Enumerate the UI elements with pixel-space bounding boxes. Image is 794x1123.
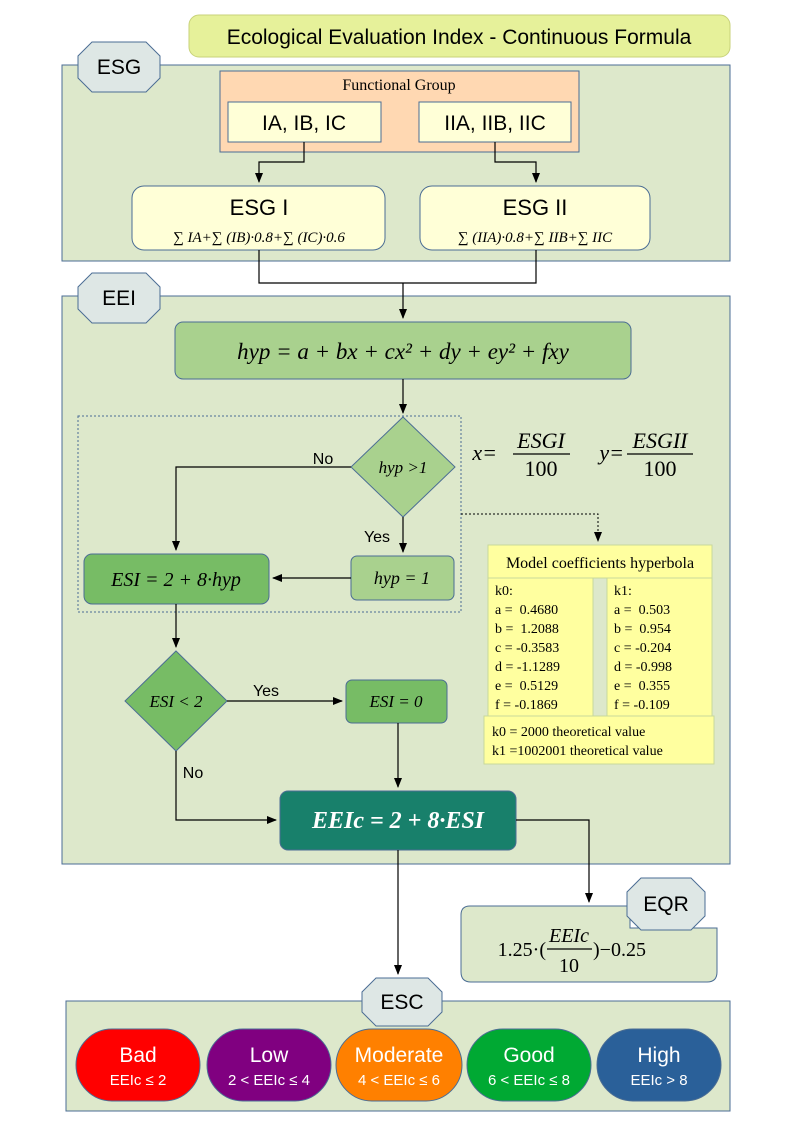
- x-def-lhs: x=: [471, 440, 497, 465]
- coefficients-k0-box: [487, 577, 594, 717]
- eqr-numerator: EEIc: [548, 925, 589, 947]
- coefficients-note-k1: k1 =1002001 theoretical value: [492, 744, 663, 759]
- class-good-name: Good: [503, 1044, 554, 1067]
- class-moderate-pill: [335, 1028, 463, 1102]
- label-no-hyp: No: [313, 451, 334, 468]
- k0-header: k0:: [495, 584, 513, 599]
- k0-row: d = -1.1289: [495, 660, 560, 675]
- hyp-decision-label: hyp >1: [379, 458, 428, 477]
- k1-row: b = 0.954: [614, 622, 671, 637]
- k0-row: a = 0.4680: [495, 603, 558, 618]
- connector-coefficients: [461, 513, 602, 542]
- class-bad-pill: [75, 1028, 201, 1102]
- eqr-tag-label: EQR: [643, 893, 689, 916]
- esg-section-label: ESG: [97, 56, 141, 79]
- k1-header: k1:: [614, 584, 632, 599]
- page-title: Ecological Evaluation Index - Continuous…: [227, 26, 692, 49]
- y-def-denominator: 100: [644, 456, 677, 481]
- esg2-box: [419, 185, 651, 251]
- coefficients-title: Model coefficients hyperbola: [506, 555, 694, 572]
- esi-formula: ESI = 2 + 8·hyp: [110, 569, 241, 591]
- eei-section-tag: [77, 272, 161, 324]
- class-low: Low 2 < EEIc ≤ 4: [206, 1028, 332, 1102]
- eqr-suffix: )−0.25: [593, 939, 646, 961]
- connector-esg-merge: [258, 250, 537, 284]
- k0-row: b = 1.2088: [495, 622, 559, 637]
- class-high-pill: [596, 1028, 722, 1102]
- class-low-range: 2 < EEIc ≤ 4: [228, 1072, 310, 1089]
- esc-section-tag: [361, 977, 443, 1027]
- class-moderate-name: Moderate: [355, 1044, 444, 1067]
- esg-section-tag: [77, 41, 161, 93]
- k1-row: d = -0.998: [614, 660, 672, 675]
- coefficients-k1-list: k1: a = 0.503 b = 0.954 c = -0.204 d = -…: [614, 584, 672, 713]
- connector-no-eeic: [175, 751, 277, 824]
- class-moderate: Moderate 4 < EEIc ≤ 6: [335, 1028, 463, 1102]
- k0-row: e = 0.5129: [495, 679, 558, 694]
- eeic-formula: EEIc = 2 + 8·ESI: [311, 808, 486, 834]
- eei-section-label: EEI: [102, 287, 136, 310]
- eqr-box: [460, 905, 718, 983]
- connector-eeic-eqr: [516, 819, 593, 903]
- group-1-label: IA, IB, IC: [262, 112, 346, 135]
- class-low-pill: [206, 1028, 332, 1102]
- eqr-denominator: 10: [559, 955, 579, 977]
- functional-group-title: Functional Group: [342, 77, 455, 94]
- x-def-denominator: 100: [525, 456, 558, 481]
- coefficients-k1-box: [606, 577, 713, 717]
- class-bad-range: EEIc ≤ 2: [110, 1072, 167, 1089]
- coefficients-k0-list: k0: a = 0.4680 b = 1.2088 c = -0.3583 d …: [495, 584, 560, 713]
- esc-section-label: ESC: [380, 991, 423, 1014]
- class-bad: Bad EEIc ≤ 2: [75, 1028, 201, 1102]
- class-high-name: High: [637, 1044, 680, 1067]
- esi-zero-label: ESI = 0: [368, 692, 423, 711]
- label-yes-esi: Yes: [253, 683, 279, 700]
- esi-decision-label: ESI < 2: [148, 692, 203, 711]
- connector-group2-esg2: [494, 142, 540, 183]
- connector-group1-esg1: [255, 142, 305, 183]
- title-box: [188, 14, 731, 58]
- esg2-title: ESG II: [503, 195, 568, 220]
- class-high: High EEIc > 8: [596, 1028, 722, 1102]
- hyp-one-label: hyp = 1: [374, 568, 430, 588]
- eqr-prefix: 1.25·(: [498, 939, 547, 961]
- class-high-range: EEIc > 8: [630, 1072, 687, 1089]
- k1-row: c = -0.204: [614, 641, 671, 656]
- y-def-lhs: y=: [597, 440, 624, 465]
- esg1-formula: ∑ IA+∑ (IB)·0.8+∑ (IC)·0.6: [173, 230, 345, 246]
- class-good: Good 6 < EEIc ≤ 8: [466, 1028, 592, 1102]
- eqr-tag: [626, 877, 706, 931]
- k0-row: f = -0.1869: [495, 698, 558, 713]
- k1-row: f = -0.109: [614, 698, 670, 713]
- class-good-range: 6 < EEIc ≤ 8: [488, 1072, 570, 1089]
- k0-row: c = -0.3583: [495, 641, 559, 656]
- k1-row: e = 0.355: [614, 679, 670, 694]
- k1-row: a = 0.503: [614, 603, 670, 618]
- hyp-formula: hyp = a + bx + cx² + dy + ey² + fxy: [237, 339, 569, 364]
- class-moderate-range: 4 < EEIc ≤ 6: [358, 1072, 440, 1089]
- esg2-formula: ∑ (IIA)·0.8+∑ IIB+∑ IIC: [458, 230, 613, 246]
- x-def-numerator: ESGI: [516, 428, 566, 453]
- esi-zero-box: [345, 679, 448, 724]
- class-good-pill: [466, 1028, 592, 1102]
- label-no-esi: No: [183, 765, 204, 782]
- class-bad-name: Bad: [119, 1044, 156, 1067]
- esg1-title: ESG I: [230, 195, 289, 220]
- coefficients-title-box: [487, 544, 713, 579]
- y-def-numerator: ESGII: [632, 428, 690, 453]
- connector-no-esi: [172, 466, 351, 551]
- coefficients-notes-box: [483, 715, 715, 765]
- label-yes-hyp: Yes: [364, 529, 390, 546]
- coefficients-note-k0: k0 = 2000 theoretical value: [492, 725, 645, 740]
- connectors: [172, 142, 593, 975]
- group-1-box: [227, 101, 382, 143]
- class-low-name: Low: [250, 1044, 289, 1067]
- group-2-label: IIA, IIB, IIC: [444, 112, 546, 135]
